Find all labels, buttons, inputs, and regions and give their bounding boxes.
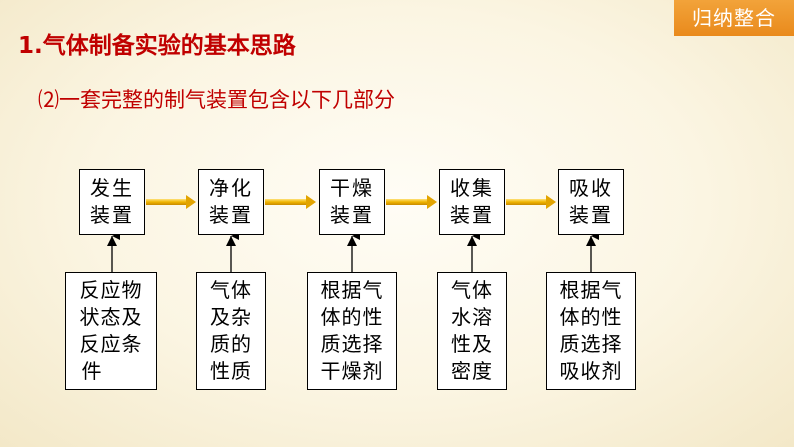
flow-arrow-2 bbox=[265, 195, 316, 209]
criteria-box-absorption: 根据气体的性质选择吸收剂 bbox=[546, 272, 636, 390]
page-title: 1.气体制备实验的基本思路 bbox=[18, 33, 296, 59]
criteria-box-collection: 气体水溶性及密度 bbox=[437, 272, 507, 390]
flow-arrow-1 bbox=[146, 195, 196, 209]
stage-box-collection: 收集装置 bbox=[439, 169, 505, 235]
stage-box-generation: 发生装置 bbox=[79, 169, 145, 235]
flow-arrow-3 bbox=[386, 195, 437, 209]
criteria-box-generation: 反应物状态及反应条件 bbox=[65, 272, 157, 390]
criteria-box-drying: 根据气体的性质选择干燥剂 bbox=[307, 272, 397, 390]
stage-box-absorption: 吸收装置 bbox=[558, 169, 624, 235]
criteria-box-purification: 气体及杂质的性质 bbox=[196, 272, 266, 390]
stage-box-drying: 干燥装置 bbox=[319, 169, 385, 235]
section-badge: 归纳整合 bbox=[674, 0, 794, 36]
stage-box-purification: 净化装置 bbox=[198, 169, 264, 235]
flow-arrow-4 bbox=[506, 195, 556, 209]
page-subtitle: ⑵一套完整的制气装置包含以下几部分 bbox=[38, 88, 395, 112]
